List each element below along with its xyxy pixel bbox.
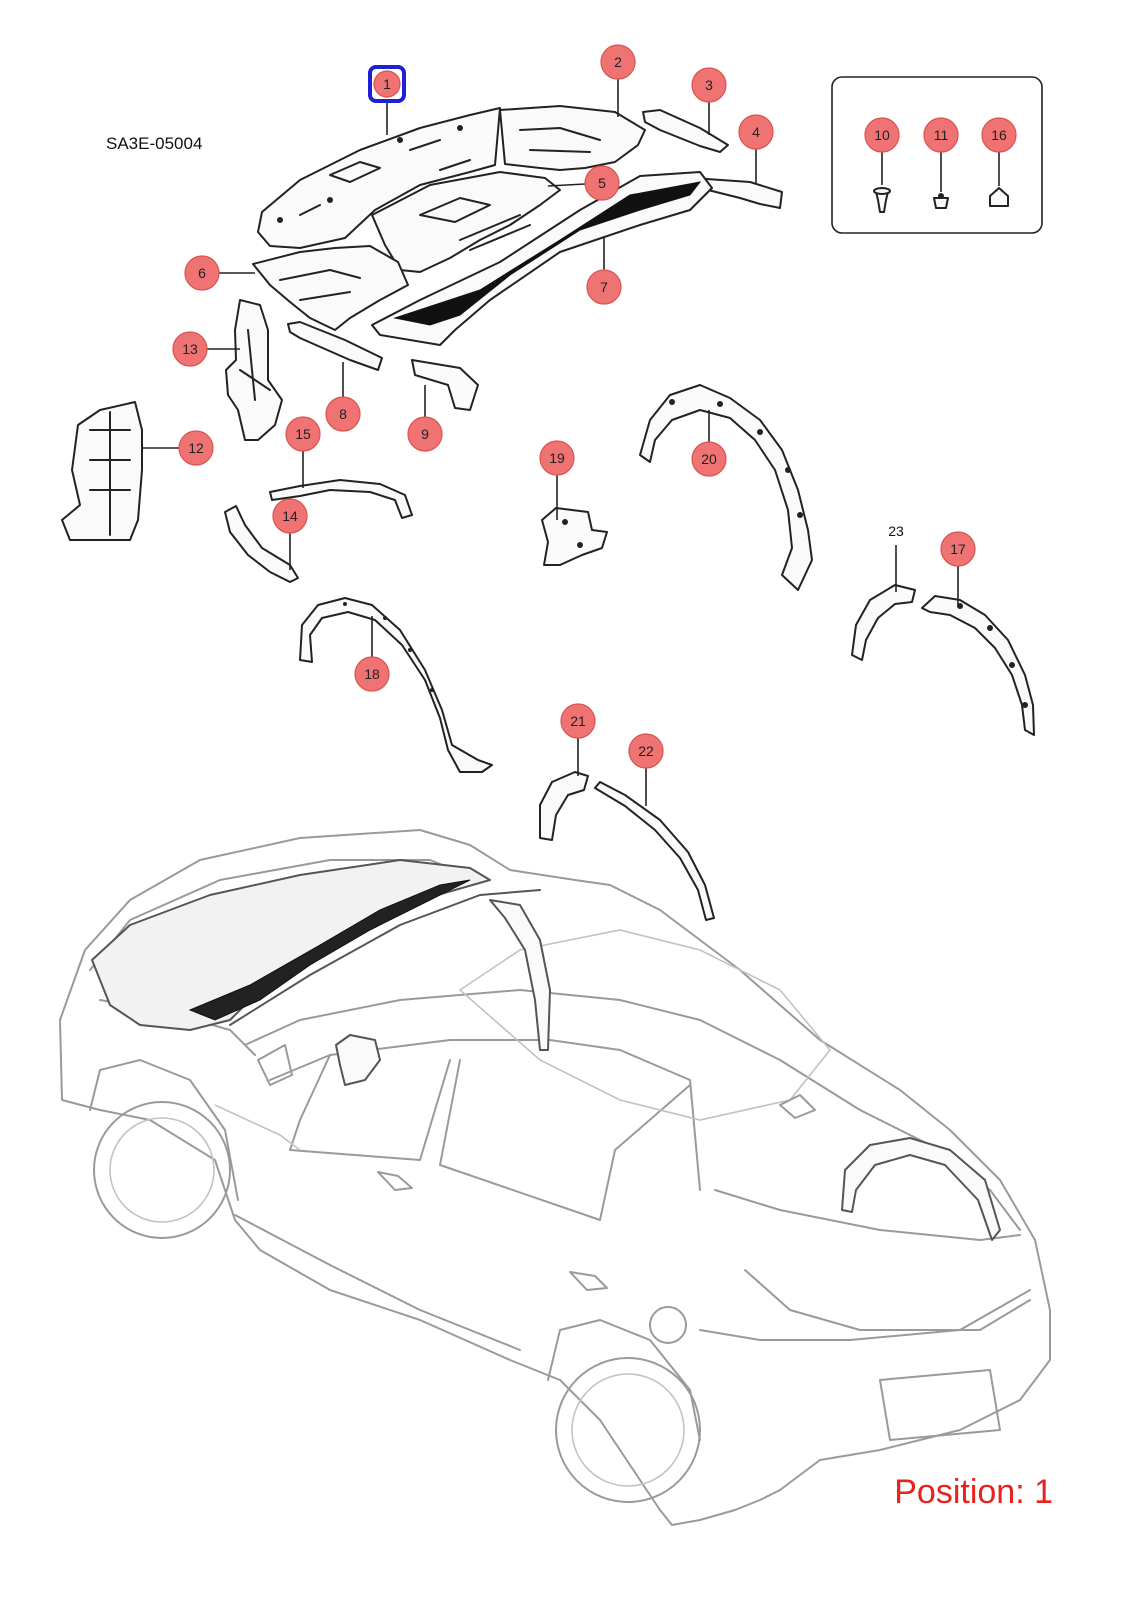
- callout-circle: [184, 255, 220, 291]
- callout-12[interactable]: 12: [178, 430, 214, 466]
- callout-number: 18: [364, 666, 380, 682]
- part-21-arch-trim[interactable]: [539, 771, 589, 841]
- part-17-rear-arch-liner[interactable]: [921, 595, 1035, 736]
- callout-16[interactable]: 16: [981, 117, 1017, 153]
- diagram-code: SA3E-05004: [106, 134, 202, 153]
- callout-21[interactable]: 21: [560, 703, 596, 739]
- callout-circle: [325, 396, 361, 432]
- part-18-arch-molding[interactable]: [299, 597, 493, 773]
- callout-23[interactable]: 23: [888, 523, 904, 539]
- callout-number: 5: [598, 175, 606, 191]
- callout-circle: [600, 44, 636, 80]
- callout-circle: [981, 117, 1017, 153]
- callout-number: 9: [421, 426, 429, 442]
- part-14-lower-bracket[interactable]: [224, 505, 299, 583]
- part-20-wheel-arch-liner[interactable]: [639, 384, 813, 591]
- callout-10[interactable]: 10: [864, 117, 900, 153]
- part-13-side-deflector[interactable]: [225, 299, 283, 441]
- callout-number: 1: [383, 76, 391, 92]
- callout-circle: [940, 531, 976, 567]
- vehicle-context-illustration: [59, 829, 1051, 1526]
- fastener-box: [831, 76, 1043, 234]
- part-1-hood-insulation[interactable]: [257, 107, 501, 249]
- part-12-side-panel[interactable]: [61, 401, 143, 541]
- callout-number: 17: [950, 541, 966, 557]
- callout-number: 12: [188, 440, 204, 456]
- callout-number: 4: [752, 124, 760, 140]
- callout-2[interactable]: 2: [600, 44, 636, 80]
- callout-number: 23: [888, 523, 904, 539]
- callout-number: 3: [705, 77, 713, 93]
- callout-circle: [285, 416, 321, 452]
- callout-number: 21: [570, 713, 586, 729]
- part-6-insulation-panel[interactable]: [252, 245, 409, 331]
- callout-circle: [407, 416, 443, 452]
- parts-exploded-view: [61, 105, 1035, 921]
- callout-19[interactable]: 19: [539, 440, 575, 476]
- leader-lines: [142, 79, 959, 806]
- callout-5[interactable]: 5: [584, 165, 620, 201]
- callout-circle: [864, 117, 900, 153]
- callout-number: 11: [934, 127, 949, 143]
- callout-circle: [691, 441, 727, 477]
- callout-17[interactable]: 17: [940, 531, 976, 567]
- callout-number: 16: [991, 127, 1007, 143]
- callout-circle: [172, 331, 208, 367]
- callout-11[interactable]: 11: [923, 117, 959, 153]
- fastener-10-rivet[interactable]: [873, 150, 891, 213]
- part-15-rail-strip[interactable]: [269, 479, 413, 519]
- callout-7[interactable]: 7: [586, 269, 622, 305]
- callout-20[interactable]: 20: [691, 441, 727, 477]
- callout-18[interactable]: 18: [354, 656, 390, 692]
- part-8-bracket-strip[interactable]: [287, 321, 383, 371]
- callout-number: 22: [638, 743, 654, 759]
- part-7-cowl-seal[interactable]: [371, 171, 713, 346]
- callout-9[interactable]: 9: [407, 416, 443, 452]
- callout-number: 20: [701, 451, 717, 467]
- fastener-16-nut[interactable]: [989, 150, 1009, 207]
- callout-4[interactable]: 4: [738, 114, 774, 150]
- callout-number: 2: [614, 54, 622, 70]
- position-indicator: Position: 1: [894, 1473, 1053, 1511]
- callout-circle: [373, 70, 401, 98]
- part-5-center-pad[interactable]: [371, 171, 561, 273]
- callout-number: 15: [295, 426, 311, 442]
- callout-number: 19: [549, 450, 565, 466]
- callout-3[interactable]: 3: [691, 67, 727, 103]
- callout-circle: [178, 430, 214, 466]
- callout-circle: [628, 733, 664, 769]
- callout-8[interactable]: 8: [325, 396, 361, 432]
- part-3-bracket-strip[interactable]: [642, 109, 729, 153]
- callout-13[interactable]: 13: [172, 331, 208, 367]
- callout-number: 10: [874, 127, 890, 143]
- callout-number: 7: [600, 279, 608, 295]
- callout-number: 14: [282, 508, 298, 524]
- callout-circle: [738, 114, 774, 150]
- callout-circle: [923, 117, 959, 153]
- callout-15[interactable]: 15: [285, 416, 321, 452]
- callout-circle: [586, 269, 622, 305]
- part-22-arch-trim[interactable]: [594, 781, 715, 921]
- part-2-insulation-panel[interactable]: [499, 105, 646, 171]
- callout-number: 8: [339, 406, 347, 422]
- callout-circle: [560, 703, 596, 739]
- callout-number: 13: [182, 341, 198, 357]
- callout-6[interactable]: 6: [184, 255, 220, 291]
- callout-circle: [691, 67, 727, 103]
- callout-circle: [539, 440, 575, 476]
- callout-1[interactable]: 1: [368, 65, 406, 103]
- callout-number: 6: [198, 265, 206, 281]
- part-19-hinge-bracket[interactable]: [541, 507, 608, 566]
- callout-circle: [272, 498, 308, 534]
- callout-14[interactable]: 14: [272, 498, 308, 534]
- callout-22[interactable]: 22: [628, 733, 664, 769]
- part-23-arch-piece[interactable]: [851, 584, 916, 661]
- fastener-11-clip[interactable]: [933, 150, 949, 209]
- callout-circle: [354, 656, 390, 692]
- part-9-bracket[interactable]: [411, 359, 479, 411]
- callout-circle: [584, 165, 620, 201]
